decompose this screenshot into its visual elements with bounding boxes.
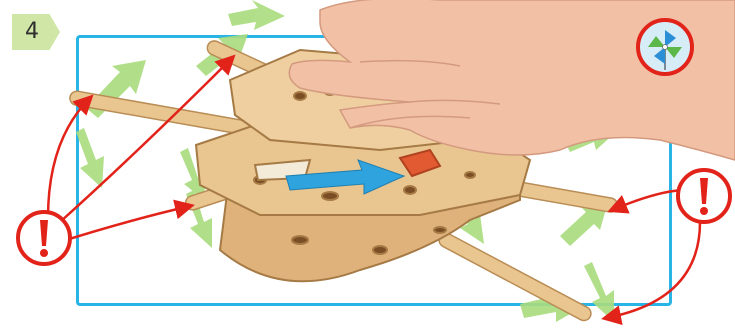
exclamation-warning-icon bbox=[680, 172, 728, 220]
pinwheel-icon bbox=[640, 22, 690, 72]
warning-sign-right bbox=[676, 168, 732, 224]
warning-sign-left bbox=[16, 210, 72, 266]
exclamation-warning-icon bbox=[20, 214, 68, 262]
rotation-badge bbox=[636, 18, 694, 76]
